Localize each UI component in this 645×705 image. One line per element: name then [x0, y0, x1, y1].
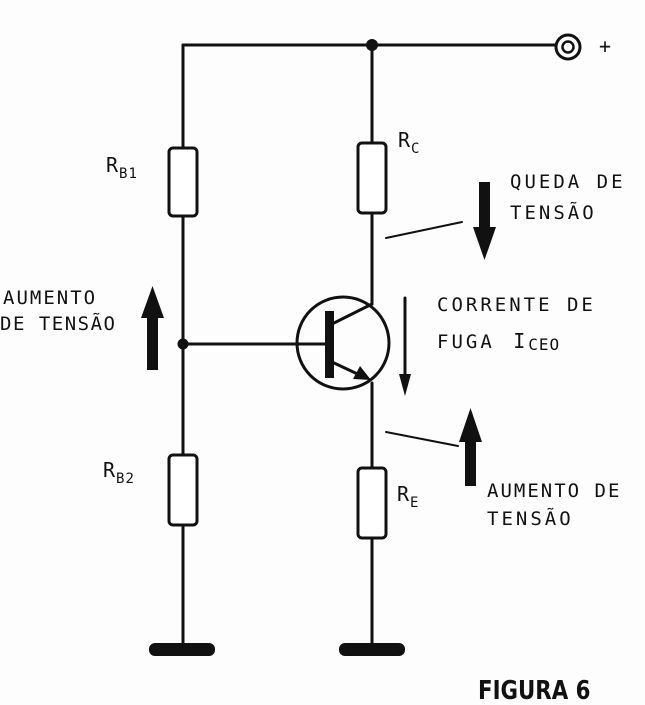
transistor-collector-lead	[330, 302, 374, 326]
leakage-current-arrowhead	[399, 374, 411, 396]
aumento-pointer-line	[385, 431, 459, 447]
top-junction-dot	[366, 39, 378, 51]
queda-down-arrow	[473, 182, 496, 260]
transistor-base-bar	[325, 311, 334, 378]
aumento-left-label-line1: AUMENTO	[3, 287, 98, 309]
positive-terminal-label: +	[599, 34, 615, 58]
re-resistor	[356, 466, 388, 540]
rb1-label-sub: B1	[119, 166, 138, 182]
rb1-label-main: R	[106, 153, 120, 177]
re-label-sub: E	[410, 495, 420, 511]
rb2-label-sub: B2	[116, 471, 135, 487]
queda-label-line1: QUEDA DE	[510, 171, 626, 193]
re-label: RE	[397, 482, 419, 510]
rc-label: RC	[398, 128, 420, 156]
rc-label-main: R	[398, 128, 412, 152]
queda-label-line2: TENSÃO	[510, 202, 597, 224]
transistor-emitter-arrowhead	[353, 366, 371, 380]
transistor-envelope	[295, 295, 391, 391]
left-aumento-up-arrow	[141, 286, 164, 370]
queda-pointer-line	[385, 221, 463, 239]
positive-terminal-outer	[554, 33, 582, 61]
left-ground-bar	[149, 643, 215, 656]
rb2-label-main: R	[103, 458, 117, 482]
aumento-right-label-line2: TENSÃO	[487, 508, 574, 530]
rc-label-sub: C	[411, 141, 421, 157]
figure-caption: FIGURA 6	[478, 676, 591, 705]
rb2-label: RB2	[103, 458, 135, 486]
fuga-text: FUGA	[437, 331, 495, 353]
rb2-resistor	[167, 453, 199, 527]
corrente-label-line1: CORRENTE DE	[437, 294, 596, 316]
iceo-main: I	[513, 329, 529, 353]
re-label-main: R	[397, 482, 411, 506]
positive-terminal-inner	[561, 40, 575, 54]
rb1-resistor	[167, 146, 199, 218]
right-ground-bar	[339, 643, 405, 656]
rc-resistor	[356, 141, 388, 215]
rb1-label: RB1	[106, 153, 138, 181]
base-junction-dot	[177, 338, 189, 350]
corrente-label-line2: FUGA ICEO	[437, 331, 560, 353]
aumento-right-label-line1: AUMENTO DE	[487, 480, 622, 502]
iceo-sub: CEO	[528, 335, 561, 354]
iceo-symbol: ICEO	[513, 331, 560, 353]
right-aumento-up-arrow	[459, 408, 482, 486]
aumento-left-label-line2: DE TENSÃO	[0, 313, 117, 335]
